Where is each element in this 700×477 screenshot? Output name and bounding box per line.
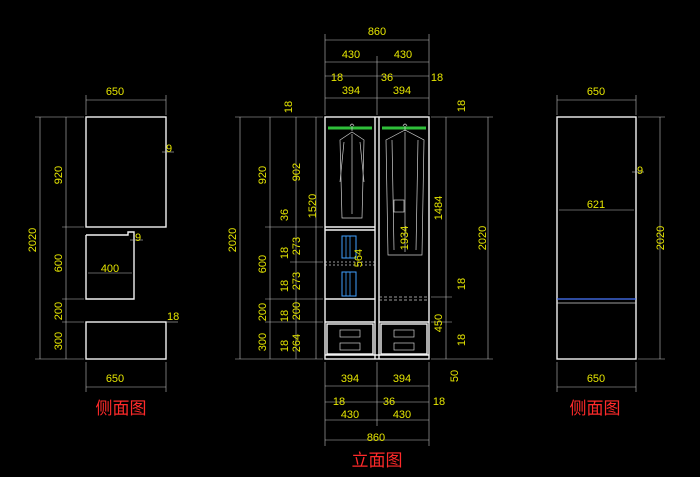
front-right-18-top: 18 bbox=[456, 100, 468, 112]
left-caption: 侧面图 bbox=[96, 399, 147, 419]
left-height-200: 200 bbox=[53, 302, 65, 320]
front-half-right-top: 430 bbox=[394, 49, 412, 61]
right-drawer-set bbox=[380, 323, 428, 355]
right-drawer-handle bbox=[393, 342, 415, 351]
front-right-18-mid: 18 bbox=[456, 278, 468, 290]
folded-items-icon bbox=[341, 235, 357, 297]
left-side-view: 650 650 2020 920 600 200 300 400 9 9 18 … bbox=[27, 86, 179, 419]
right-bottom-width: 650 bbox=[587, 373, 605, 385]
front-in-18-b: 18 bbox=[279, 280, 291, 292]
left-height-300: 300 bbox=[53, 332, 65, 350]
front-overall-width-top: 860 bbox=[368, 26, 386, 38]
front-inner-left-top: 394 bbox=[342, 85, 360, 97]
left-height-600: 600 bbox=[53, 254, 65, 272]
front-mid-top: 36 bbox=[381, 72, 393, 84]
left-drawer-handle bbox=[339, 342, 361, 351]
right-side-view: 650 650 2020 621 9 侧面图 bbox=[556, 86, 667, 419]
right-caption: 侧面图 bbox=[570, 399, 621, 419]
front-half-left-bottom: 430 bbox=[341, 409, 359, 421]
left-bottom-width: 650 bbox=[106, 373, 124, 385]
base-cabinet-panel bbox=[85, 321, 167, 360]
front-right-18-low: 18 bbox=[456, 334, 468, 346]
front-overall-width-bottom: 860 bbox=[367, 432, 385, 444]
left-drawer-set bbox=[326, 323, 374, 355]
front-in-200: 200 bbox=[291, 302, 303, 320]
front-right-50: 50 bbox=[449, 370, 461, 382]
middle-shelf-panel bbox=[85, 231, 135, 300]
upper-cabinet-panel bbox=[85, 116, 167, 228]
right-side-panel bbox=[556, 116, 637, 360]
front-in-18-c: 18 bbox=[279, 310, 291, 322]
front-in-18-a: 18 bbox=[279, 247, 291, 259]
front-in-902: 902 bbox=[291, 163, 303, 181]
front-caption: 立面图 bbox=[352, 451, 403, 471]
front-side-left-top: 18 bbox=[331, 72, 343, 84]
front-in-1520: 1520 bbox=[307, 194, 319, 218]
front-in-18-top: 18 bbox=[283, 101, 295, 113]
front-right-total: 2020 bbox=[477, 226, 489, 250]
front-inner-right-bottom: 394 bbox=[393, 373, 411, 385]
left-height-920: 920 bbox=[53, 166, 65, 184]
left-thickness-18: 18 bbox=[167, 311, 179, 323]
right-top-width: 650 bbox=[587, 86, 605, 98]
left-top-width: 650 bbox=[106, 86, 124, 98]
front-left-600: 600 bbox=[257, 255, 269, 273]
hanging-coat-icon bbox=[385, 123, 425, 256]
right-thickness-9: 9 bbox=[637, 165, 643, 177]
front-outer-frame bbox=[324, 116, 430, 360]
front-in-273-a: 273 bbox=[291, 237, 303, 255]
front-inner-right-top: 394 bbox=[393, 85, 411, 97]
front-half-right-bottom: 430 bbox=[393, 409, 411, 421]
front-in-18-d: 18 bbox=[279, 340, 291, 352]
front-in-264: 264 bbox=[291, 334, 303, 352]
left-thickness-9a: 9 bbox=[166, 143, 172, 155]
front-side-right-bottom: 18 bbox=[433, 396, 445, 408]
front-left-300: 300 bbox=[257, 333, 269, 351]
front-in-36: 36 bbox=[279, 209, 291, 221]
front-left-200: 200 bbox=[257, 303, 269, 321]
right-inner-621: 621 bbox=[587, 199, 605, 211]
right-drawer-handle bbox=[393, 329, 415, 338]
front-in-273-b: 273 bbox=[291, 272, 303, 290]
front-mid-bottom: 36 bbox=[383, 396, 395, 408]
left-thickness-9b: 9 bbox=[135, 232, 141, 244]
front-left-total: 2020 bbox=[227, 228, 239, 252]
front-mid-1934: 1934 bbox=[399, 226, 411, 250]
front-half-left-top: 430 bbox=[342, 49, 360, 61]
right-total-height: 2020 bbox=[655, 226, 667, 250]
front-right-450: 450 bbox=[433, 314, 445, 332]
front-side-left-bottom: 18 bbox=[333, 396, 345, 408]
front-right-1484: 1484 bbox=[433, 196, 445, 220]
hanging-shirt-icon bbox=[339, 123, 365, 219]
front-view: 860 430 430 18 36 18 394 394 394 394 18 … bbox=[227, 26, 493, 471]
front-mid-564: 564 bbox=[353, 249, 365, 267]
front-left-920: 920 bbox=[257, 166, 269, 184]
left-drawer-handle bbox=[339, 329, 361, 338]
front-side-right-top: 18 bbox=[431, 72, 443, 84]
left-depth-400: 400 bbox=[101, 263, 119, 275]
front-inner-left-bottom: 394 bbox=[341, 373, 359, 385]
left-total-height: 2020 bbox=[27, 228, 39, 252]
